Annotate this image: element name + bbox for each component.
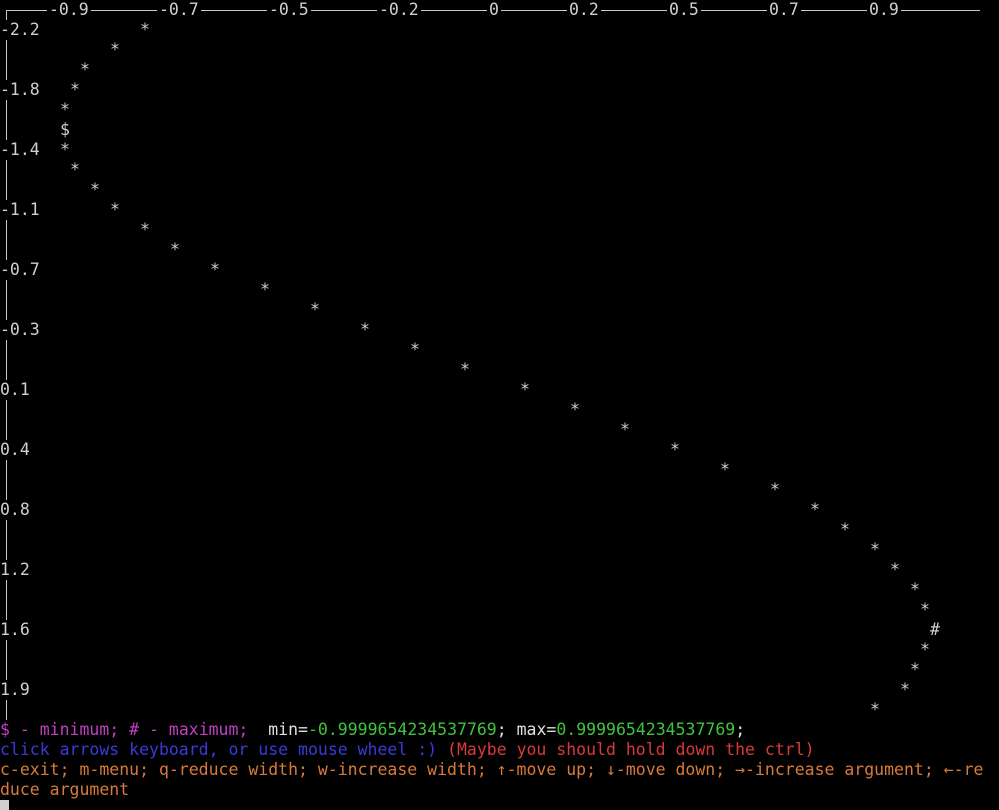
plot-point: * <box>60 140 70 159</box>
plot-point: * <box>840 520 850 539</box>
maximum-marker: # <box>930 620 940 639</box>
y-tick: -1.1 <box>0 200 40 220</box>
plot-point: * <box>720 460 730 479</box>
x-tick: -0.2 <box>377 0 421 20</box>
x-axis: -0.9 -0.7 -0.5 -0.2 0 0.2 0.5 0.7 0.9 <box>0 0 980 22</box>
terminal-cursor <box>0 800 9 810</box>
plot-point: * <box>110 200 120 219</box>
separator-end: ; <box>735 720 746 739</box>
help-line-1: c-exit; m-menu; q-reduce width; w-increa… <box>0 760 984 779</box>
plot-point: * <box>870 540 880 559</box>
plot-point: * <box>570 400 580 419</box>
plot-point: * <box>70 160 80 179</box>
plot-point: * <box>920 600 930 619</box>
hint-text: click arrows keyboard, or use mouse whee… <box>0 740 438 759</box>
x-tick: 0.9 <box>867 0 901 20</box>
y-tick: -0.3 <box>0 320 40 340</box>
max-marker-legend: # - maximum; <box>129 720 249 739</box>
min-value: -0.9999654234537769 <box>308 720 497 739</box>
plot-point: * <box>110 40 120 59</box>
legend-line: $ - minimum; # - maximum; min=-0.9999654… <box>0 720 745 740</box>
help-line-2: duce argument <box>0 780 130 799</box>
y-tick: -1.4 <box>0 140 40 160</box>
plot-point: * <box>900 680 910 699</box>
y-tick: -2.2 <box>0 20 40 40</box>
plot-point: * <box>410 340 420 359</box>
plot-point: * <box>890 560 900 579</box>
y-tick: 1.2 <box>0 560 30 580</box>
plot-point: * <box>80 60 90 79</box>
x-tick: -0.9 <box>47 0 91 20</box>
min-label: min= <box>268 720 308 739</box>
plot-point: * <box>520 380 530 399</box>
plot-point: * <box>140 20 150 39</box>
y-tick: -1.8 <box>0 80 40 100</box>
x-tick: 0.5 <box>667 0 701 20</box>
plot-point: * <box>870 700 880 719</box>
plot-point: * <box>60 100 70 119</box>
separator: ; <box>496 720 507 739</box>
plot-point: * <box>460 360 470 379</box>
plot-point: * <box>360 320 370 339</box>
minimum-marker: $ <box>60 120 70 139</box>
y-axis-line <box>6 20 7 720</box>
x-tick: -0.5 <box>267 0 311 20</box>
axis-corner <box>6 10 7 22</box>
plot-point: * <box>90 180 100 199</box>
ctrl-hint-text: (Maybe you should hold down the ctrl) <box>447 740 815 759</box>
hint-line: click arrows keyboard, or use mouse whee… <box>0 740 815 760</box>
max-label: max= <box>516 720 557 739</box>
y-tick: 0.4 <box>0 440 30 460</box>
y-tick: 0.1 <box>0 380 30 400</box>
plot-point: * <box>260 280 270 299</box>
plot-point: * <box>310 300 320 319</box>
max-value: 0.9999654234537769 <box>556 720 736 739</box>
plot-point: * <box>170 240 180 259</box>
plot-point: * <box>620 420 630 439</box>
x-tick: 0.2 <box>567 0 601 20</box>
plot-point: * <box>670 440 680 459</box>
plot-point: * <box>210 260 220 279</box>
x-tick: -0.7 <box>157 0 201 20</box>
min-marker-legend: $ - minimum; <box>0 720 120 739</box>
plot-point: * <box>910 660 920 679</box>
y-tick: 1.9 <box>0 680 30 700</box>
plot-point: * <box>770 480 780 499</box>
plot-point: * <box>70 80 80 99</box>
plot-point: * <box>910 580 920 599</box>
y-tick: 1.6 <box>0 620 30 640</box>
y-tick: -0.7 <box>0 260 40 280</box>
plot-point: * <box>920 640 930 659</box>
plot-point: * <box>810 500 820 519</box>
plot-point: * <box>140 220 150 239</box>
x-tick: 0.7 <box>767 0 801 20</box>
y-tick: 0.8 <box>0 500 30 520</box>
x-tick: 0 <box>487 0 501 20</box>
